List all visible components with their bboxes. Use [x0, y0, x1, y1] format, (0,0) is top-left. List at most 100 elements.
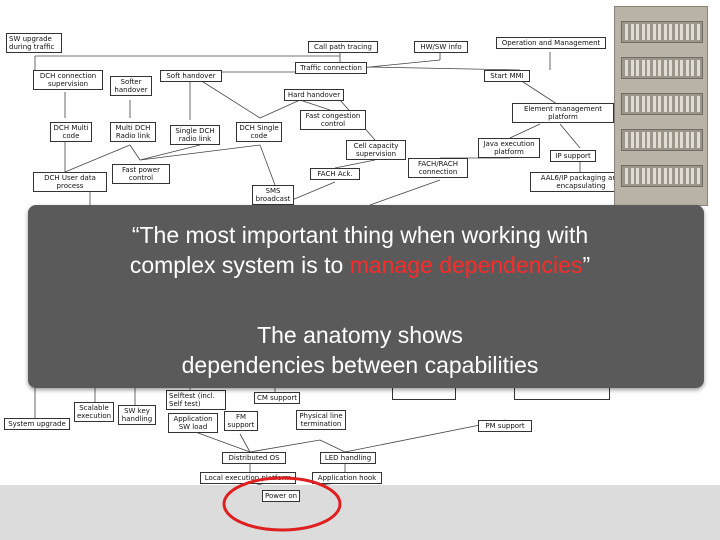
box-system-upgrade: System upgrade	[4, 418, 70, 430]
box-power-on: Power on	[262, 490, 300, 502]
rack-card	[669, 168, 672, 184]
box-operation-management: Operation and Management	[496, 37, 606, 49]
rack-card	[663, 132, 667, 148]
power-on-highlight-circle	[222, 476, 342, 532]
rack-card	[641, 60, 645, 76]
rack-card	[636, 168, 639, 184]
rack-card	[636, 24, 639, 40]
rack-card	[663, 24, 667, 40]
box-cell-capacity-supervision: Cell capacity supervision	[346, 140, 406, 160]
box-sw-key-handling: SW key handling	[118, 405, 156, 425]
rack-card	[625, 168, 628, 184]
rack-card	[669, 24, 672, 40]
box-fast-congestion-control: Fast congestion control	[300, 110, 366, 130]
box-element-mgmt-platform: Element management platform	[512, 103, 614, 123]
box-aal-ip-packaging: AAL6/IP packaging and encapsulating	[530, 172, 632, 192]
rack-card	[658, 132, 661, 148]
rack-card	[680, 24, 683, 40]
box-application-hook: Application hook	[312, 472, 382, 484]
bottom-band	[0, 485, 720, 540]
rack-card	[669, 132, 672, 148]
rack-card	[663, 60, 667, 76]
box-cm-support: CM support	[254, 392, 300, 404]
rack-card	[696, 24, 700, 40]
rack-card	[630, 168, 634, 184]
rack-card	[669, 96, 672, 112]
rack-card	[685, 24, 689, 40]
box-fm-support: FM support	[224, 411, 258, 431]
rack-card	[630, 96, 634, 112]
rack-card	[674, 24, 678, 40]
rack-card	[625, 24, 628, 40]
box-dch-multi-code: DCH Multi code	[50, 122, 92, 142]
quote-overlay-panel	[28, 205, 704, 388]
box-hw-sw-info: HW/SW info	[414, 41, 468, 53]
box-java-execution-platform: Java execution platform	[478, 138, 540, 158]
rack-card	[696, 60, 700, 76]
rack-card	[641, 132, 645, 148]
box-dch-connection-supervision: DCH connection supervision	[33, 70, 103, 90]
rack-card	[641, 168, 645, 184]
box-sms-broadcast: SMS broadcast	[252, 185, 294, 205]
rack-card	[691, 96, 694, 112]
box-scalable-execution: Scalable execution	[74, 402, 114, 422]
rack-card	[663, 168, 667, 184]
box-sw-upgrade: SW upgrade during traffic	[6, 33, 62, 53]
rack-card	[674, 132, 678, 148]
box-pm-support: PM support	[478, 420, 532, 432]
rack-card	[691, 24, 694, 40]
rack-card	[658, 96, 661, 112]
rack-card	[674, 96, 678, 112]
box-fach-ack: FACH Ack.	[310, 168, 360, 180]
box-hard-handover: Hard handover	[284, 89, 344, 101]
rack-card	[652, 60, 656, 76]
rack-card	[691, 168, 694, 184]
box-selftest: Selftest (incl. Self test)	[166, 390, 226, 410]
box-fast-power-control: Fast power control	[112, 164, 170, 184]
rack-card	[630, 60, 634, 76]
quote-line-1: “The most important thing when working w…	[131, 222, 589, 248]
subtitle-text: The anatomy shows dependencies between c…	[0, 320, 720, 380]
box-traffic-connection: Traffic connection	[295, 62, 367, 74]
box-physical-line-termination: Physical line termination	[296, 410, 346, 430]
rack-card	[641, 96, 645, 112]
box-ip-support: IP support	[550, 150, 596, 162]
quote-text: “The most important thing when working w…	[0, 220, 720, 280]
rack-card	[674, 60, 678, 76]
rack-card	[636, 132, 639, 148]
rack-card	[630, 24, 634, 40]
rack-card	[647, 132, 650, 148]
rack-card	[696, 132, 700, 148]
box-multi-dch-radio-link: Multi DCH Radio link	[110, 122, 156, 142]
subtitle-line-1: The anatomy shows	[257, 322, 463, 348]
rack-card	[652, 96, 656, 112]
rack-card	[652, 168, 656, 184]
box-start-mmi: Start MMI	[484, 70, 530, 82]
rack-card	[652, 24, 656, 40]
hardware-rack-photo	[614, 6, 708, 206]
box-application-sw-load: Application SW load	[168, 413, 218, 433]
rack-card	[680, 96, 683, 112]
rack-card	[630, 132, 634, 148]
rack-card	[647, 168, 650, 184]
rack-card	[680, 60, 683, 76]
box-led-handling: LED handling	[320, 452, 376, 464]
box-softer-handover: Softer handover	[110, 76, 152, 96]
rack-card	[625, 96, 628, 112]
box-fach-rach-connection: FACH/RACH connection	[408, 158, 468, 178]
rack-card	[685, 132, 689, 148]
rack-card	[680, 168, 683, 184]
rack-card	[685, 60, 689, 76]
rack-card	[680, 132, 683, 148]
rack-card	[696, 96, 700, 112]
rack-card	[658, 60, 661, 76]
rack-card	[663, 96, 667, 112]
box-call-path-tracing: Call path tracing	[308, 41, 378, 53]
box-dch-single-code: DCH Single code	[236, 122, 282, 142]
rack-card	[669, 60, 672, 76]
rack-card	[647, 60, 650, 76]
rack-card	[647, 24, 650, 40]
rack-card	[658, 168, 661, 184]
quote-line-2: complex system is to manage dependencies…	[0, 250, 720, 280]
rack-card	[647, 96, 650, 112]
